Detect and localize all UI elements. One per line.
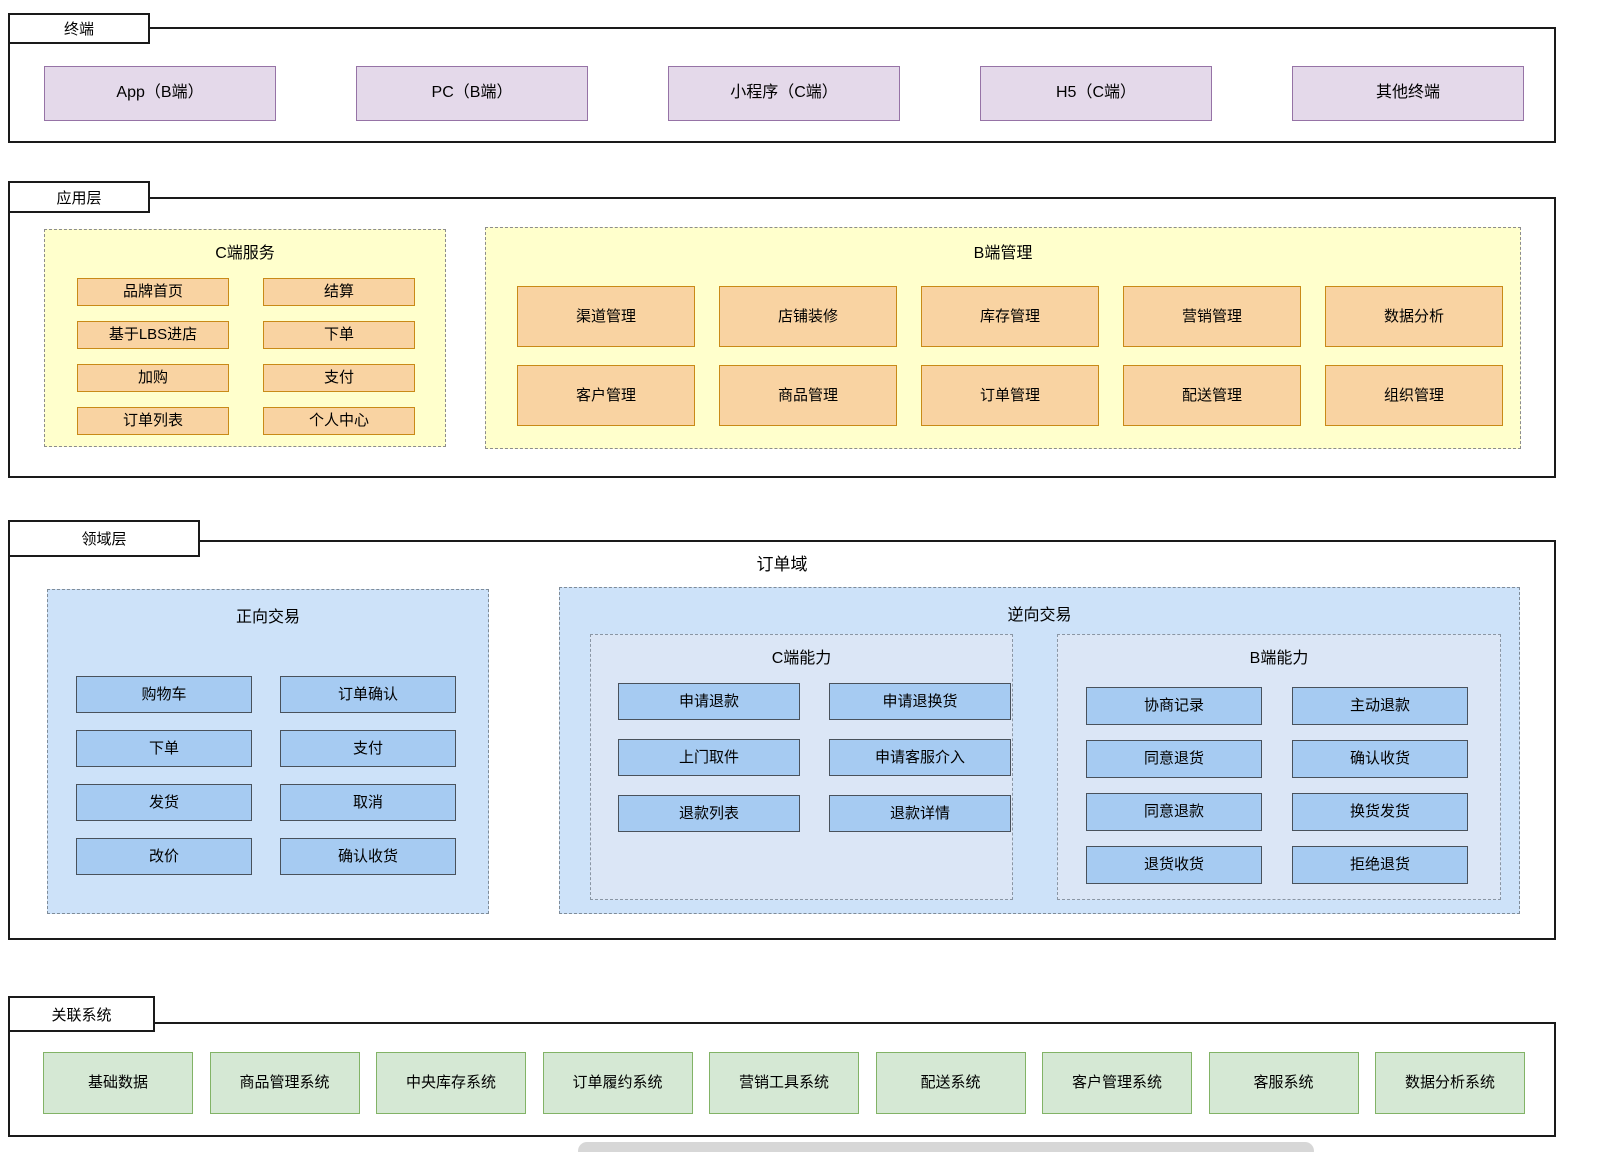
diagram-node: 订单管理: [921, 365, 1099, 426]
diagram-node: 结算: [263, 278, 415, 306]
tab-application-label: 应用层: [56, 189, 102, 207]
horizontal-scrollbar-thumb[interactable]: [578, 1142, 1314, 1152]
diagram-node: 退货收货: [1086, 846, 1262, 884]
diagram-node: 客户管理系统: [1042, 1052, 1192, 1114]
panel-b-management: B端管理 渠道管理 店铺装修 库存管理 营销管理 数据分析 客户管理 商品管理 …: [485, 227, 1521, 449]
panel-b-ability-title: B端能力: [1249, 650, 1309, 667]
terminal-box-row: App（B端） PC（B端） 小程序（C端） H5（C端） 其他终端: [44, 66, 1524, 121]
diagram-node: 数据分析: [1325, 286, 1503, 347]
diagram-node: 商品管理系统: [209, 1052, 360, 1114]
diagram-node: 改价: [76, 838, 252, 875]
diagram-node: 个人中心: [263, 407, 415, 435]
diagram-node: 品牌首页: [77, 278, 229, 306]
diagram-node: 确认收货: [1292, 740, 1468, 778]
diagram-node: PC（B端）: [356, 66, 588, 121]
diagram-node: 订单履约系统: [542, 1052, 693, 1114]
diagram-node: 下单: [76, 730, 252, 767]
diagram-node: H5（C端）: [980, 66, 1212, 121]
diagram-node: 申请客服介入: [829, 739, 1011, 776]
diagram-node: 支付: [280, 730, 456, 767]
b-management-grid: 渠道管理 店铺装修 库存管理 营销管理 数据分析 客户管理 商品管理 订单管理 …: [517, 286, 1503, 426]
tab-terminal-layer: 终端: [8, 13, 150, 44]
diagram-node: 主动退款: [1292, 687, 1468, 725]
panel-c-ability: C端能力 申请退款 申请退换货 上门取件 申请客服介入 退款列表 退款详情: [590, 634, 1013, 900]
c-ability-grid: 申请退款 申请退换货 上门取件 申请客服介入 退款列表 退款详情: [618, 683, 1011, 832]
diagram-node: 申请退款: [618, 683, 800, 720]
diagram-node: 营销管理: [1123, 286, 1301, 347]
diagram-node: 订单确认: [280, 676, 456, 713]
diagram-node: 下单: [263, 321, 415, 349]
diagram-node: 中央库存系统: [376, 1052, 526, 1114]
panel-reverse-trade: 逆向交易 C端能力 申请退款 申请退换货 上门取件 申请客服介入 退款列表 退款…: [559, 587, 1520, 914]
order-domain-title: 订单域: [756, 555, 808, 574]
panel-forward-trade: 正向交易 购物车 订单确认 下单 支付 发货 取消 改价 确认收货: [47, 589, 489, 914]
diagram-node: 配送管理: [1123, 365, 1301, 426]
panel-reverse-trade-title: 逆向交易: [1007, 607, 1072, 624]
diagram-node: 发货: [76, 784, 252, 821]
diagram-node: 确认收货: [280, 838, 456, 875]
diagram-node: 购物车: [76, 676, 252, 713]
panel-b-management-title: B端管理: [973, 245, 1033, 262]
tab-terminal-label: 终端: [63, 21, 94, 38]
diagram-node: 库存管理: [921, 286, 1099, 347]
diagram-node: 基于LBS进店: [77, 321, 229, 349]
diagram-node: 客服系统: [1208, 1052, 1359, 1114]
diagram-node: 数据分析系统: [1375, 1052, 1525, 1114]
diagram-node: 上门取件: [618, 739, 800, 776]
b-ability-grid: 协商记录 主动退款 同意退货 确认收货 同意退款 换货发货 退货收货 拒绝退货: [1086, 687, 1468, 884]
diagram-node: 支付: [263, 364, 415, 392]
tab-related-systems: 关联系统: [8, 996, 155, 1032]
panel-c-services-title: C端服务: [215, 245, 275, 262]
c-services-grid: 品牌首页 结算 基于LBS进店 下单 加购 支付 订单列表 个人中心: [77, 278, 415, 435]
diagram-node: 换货发货: [1292, 793, 1468, 831]
tab-domain-label: 领域层: [81, 531, 127, 548]
diagram-node: 退款列表: [618, 795, 800, 832]
diagram-node: 店铺装修: [719, 286, 897, 347]
section-terminal-layer: App（B端） PC（B端） 小程序（C端） H5（C端） 其他终端: [8, 27, 1556, 143]
section-application-layer: C端服务 品牌首页 结算 基于LBS进店 下单 加购 支付 订单列表 个人中心 …: [8, 197, 1556, 478]
forward-trade-grid: 购物车 订单确认 下单 支付 发货 取消 改价 确认收货: [76, 676, 456, 875]
diagram-node: 加购: [77, 364, 229, 392]
diagram-node: 基础数据: [43, 1052, 193, 1114]
tab-application-layer: 应用层: [8, 181, 150, 213]
diagram-node: 同意退款: [1086, 793, 1262, 831]
panel-b-ability: B端能力 协商记录 主动退款 同意退货 确认收货 同意退款 换货发货 退货收货 …: [1057, 634, 1501, 900]
section-domain-layer: 订单域 正向交易 购物车 订单确认 下单 支付 发货 取消 改价 确认收货 逆向…: [8, 540, 1556, 940]
diagram-node: 商品管理: [719, 365, 897, 426]
diagram-node: 渠道管理: [517, 286, 695, 347]
diagram-node: 拒绝退货: [1292, 846, 1468, 884]
diagram-node: 营销工具系统: [709, 1052, 859, 1114]
diagram-node: 协商记录: [1086, 687, 1262, 725]
diagram-node: 配送系统: [875, 1052, 1026, 1114]
diagram-node: 取消: [280, 784, 456, 821]
diagram-node: 同意退货: [1086, 740, 1262, 778]
related-systems-row: 基础数据 商品管理系统 中央库存系统 订单履约系统 营销工具系统 配送系统 客户…: [43, 1052, 1525, 1114]
diagram-node: 客户管理: [517, 365, 695, 426]
panel-c-services: C端服务 品牌首页 结算 基于LBS进店 下单 加购 支付 订单列表 个人中心: [44, 229, 446, 447]
tab-domain-layer: 领域层: [8, 520, 200, 557]
diagram-node: 组织管理: [1325, 365, 1503, 426]
diagram-node: 退款详情: [829, 795, 1011, 832]
tab-related-systems-label: 关联系统: [51, 1006, 112, 1024]
panel-forward-trade-title: 正向交易: [235, 609, 300, 626]
panel-c-ability-title: C端能力: [771, 650, 832, 667]
diagram-node: 订单列表: [77, 407, 229, 435]
diagram-node: App（B端）: [44, 66, 276, 121]
diagram-node: 小程序（C端）: [668, 66, 900, 121]
diagram-node: 其他终端: [1292, 66, 1524, 121]
section-related-systems: 基础数据 商品管理系统 中央库存系统 订单履约系统 营销工具系统 配送系统 客户…: [8, 1022, 1556, 1137]
diagram-node: 申请退换货: [829, 683, 1011, 720]
